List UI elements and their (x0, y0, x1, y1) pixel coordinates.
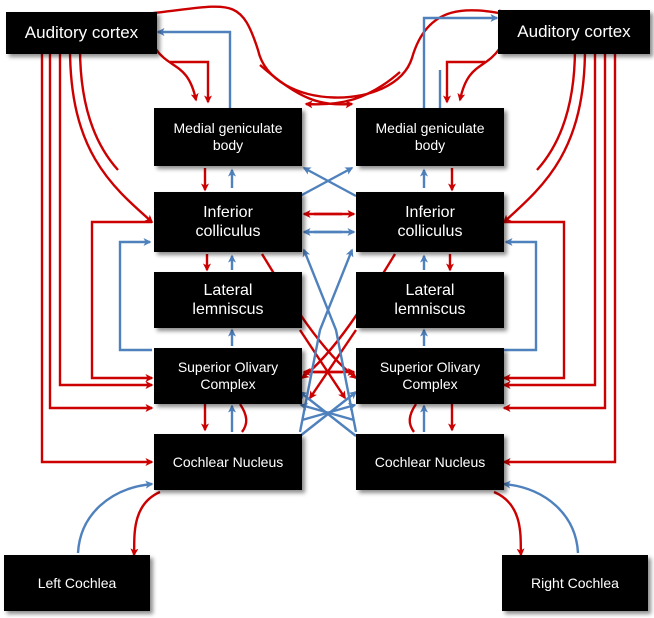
ic-right-line1: Inferior (405, 203, 455, 221)
lateral-lemniscus-right: Lateral lemniscus (356, 272, 504, 328)
left-cochlea: Left Cochlea (4, 555, 150, 611)
soc-left-line2: Complex (200, 376, 256, 392)
ic-left-line2: colliculus (195, 223, 261, 240)
soc-right-line1: Superior Olivary (379, 359, 481, 376)
soc-right-line2: Complex (402, 376, 458, 392)
inferior-colliculus-left: Inferior colliculus (154, 192, 302, 252)
ascending-pathways (76, 14, 580, 554)
cochlear-nucleus-left: Cochlear Nucleus (154, 434, 302, 490)
mgb-right-line2: body (414, 137, 446, 153)
auditory-cortex-left: Auditory cortex (6, 12, 157, 54)
ll-right-line2: lemniscus (394, 301, 466, 318)
superior-olivary-complex-right: Superior Olivary Complex (356, 348, 504, 404)
mgb-left-line2: body (212, 137, 244, 153)
ll-left-line1: Lateral (203, 281, 253, 299)
ic-right-line2: colliculus (397, 223, 463, 240)
left-cochlea-label: Left Cochlea (37, 574, 117, 591)
lateral-lemniscus-left: Lateral lemniscus (154, 272, 302, 328)
soc-left-line1: Superior Olivary (177, 359, 279, 376)
cn-right-label: Cochlear Nucleus (374, 453, 486, 470)
superior-olivary-complex-left: Superior Olivary Complex (154, 348, 302, 404)
mgb-right-line1: Medial geniculate (375, 120, 485, 137)
mgb-left-line1: Medial geniculate (173, 120, 283, 137)
right-cochlea-label: Right Cochlea (531, 574, 619, 591)
right-cochlea: Right Cochlea (502, 555, 648, 611)
medial-geniculate-body-left: Medial geniculate body (154, 108, 302, 166)
cn-left-label: Cochlear Nucleus (172, 453, 284, 470)
ic-left-line1: Inferior (203, 203, 253, 221)
ll-right-line1: Lateral (405, 281, 455, 299)
inferior-colliculus-right: Inferior colliculus (356, 192, 504, 252)
cochlear-nucleus-right: Cochlear Nucleus (356, 434, 504, 490)
medial-geniculate-body-right: Medial geniculate body (356, 108, 504, 166)
auditory-cortex-left-label: Auditory cortex (24, 22, 139, 42)
descending-pathways (40, 5, 617, 557)
ll-left-line2: lemniscus (192, 301, 264, 318)
auditory-cortex-right-label: Auditory cortex (517, 21, 631, 41)
auditory-cortex-right: Auditory cortex (498, 10, 650, 54)
